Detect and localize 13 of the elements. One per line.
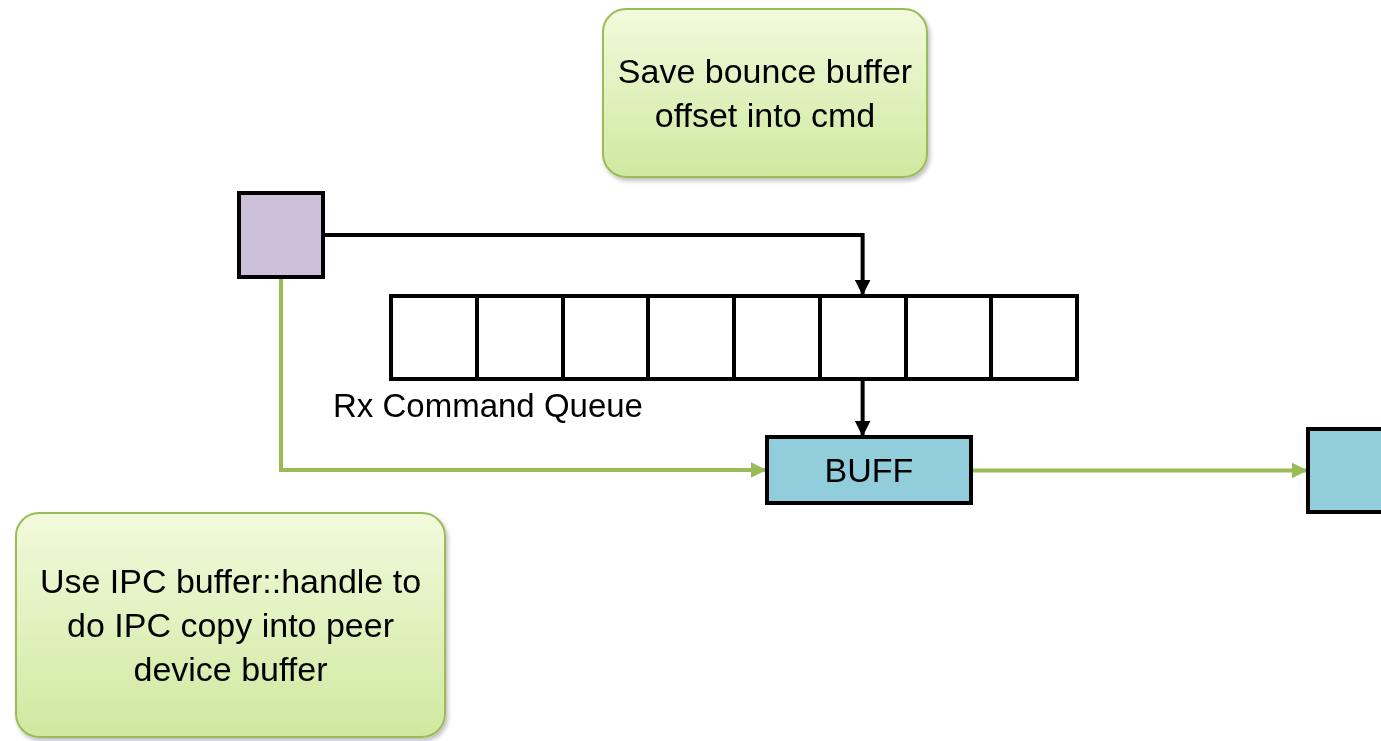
buffer-box (765, 435, 973, 505)
source-box (237, 191, 325, 279)
arrow (325, 233, 871, 296)
arrow (279, 279, 767, 478)
queue-label: Rx Command Queue (333, 387, 643, 425)
callout-text: Use IPC buffer::handle to do IPC copy into peer device buffer (38, 560, 423, 691)
callout-box (602, 8, 928, 178)
target-box (1306, 427, 1381, 514)
callout-box (15, 512, 446, 738)
callout-text: Save bounce buffer offset into cmd (616, 50, 914, 136)
arrow (854, 381, 871, 437)
box-label: BUFF (824, 450, 914, 490)
arrow (973, 462, 1308, 479)
